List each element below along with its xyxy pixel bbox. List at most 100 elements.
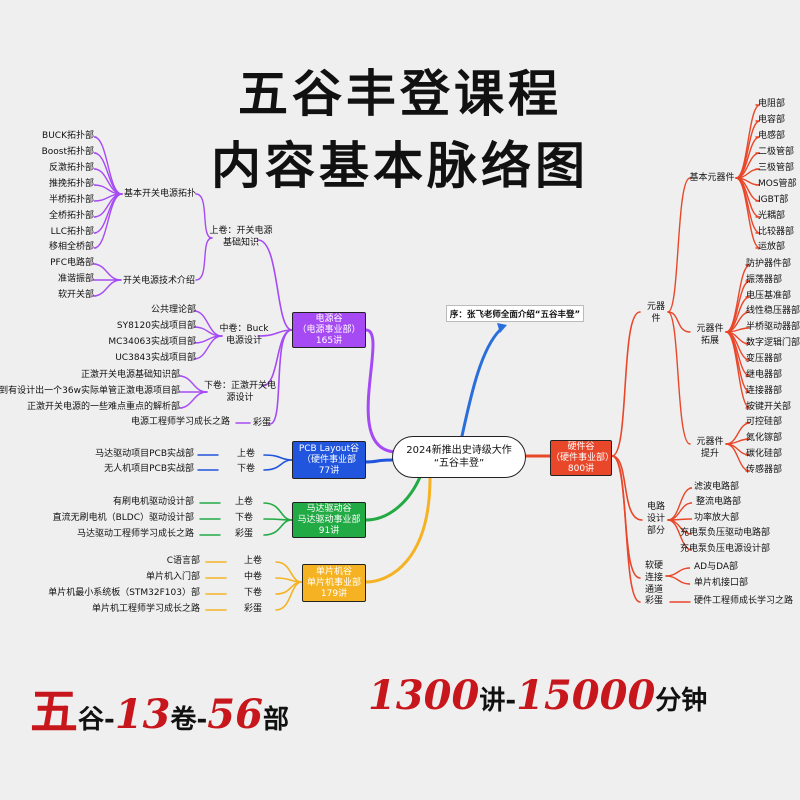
hw-basic-item: 运放部 <box>758 242 786 252</box>
hardware-box-line: （硬件事业部） <box>551 452 615 463</box>
power-vol2-item: UC3843实战项目部 <box>115 353 196 363</box>
hw-circuit-item: 充电泵负压驱动电路部 <box>680 528 771 538</box>
hw-softhard-label: 连接 <box>644 573 664 583</box>
hw-basic-item: MOS管部 <box>758 179 797 189</box>
pcb-box-line: PCB Layout谷 <box>298 443 360 454</box>
pcb-box-line: 77讲 <box>318 465 340 476</box>
motor-item: 马达驱动工程师学习成长之路 <box>76 529 194 539</box>
power-vol3-item: 正激开关电源的一些难点重点的解析部 <box>26 402 180 412</box>
hw-basic-item: 三极管部 <box>758 163 795 173</box>
power-vol3-label: 源设计 <box>226 393 254 403</box>
mcu-vol-label: 中卷 <box>243 572 263 582</box>
bottom-stats: 1300讲-15000分钟 <box>368 672 707 719</box>
power-vol2-item: SY8120实战项目部 <box>116 321 196 331</box>
motor-vol-label: 上卷 <box>234 497 254 507</box>
hw-egg-item: 硬件工程师成长学习之路 <box>694 596 794 606</box>
slogan-bu: 部 <box>262 705 289 735</box>
power-vol1-label: 基础知识 <box>222 238 260 248</box>
hw-expand-item: 变压器部 <box>746 354 783 364</box>
slogan-56: 56 <box>207 691 263 738</box>
hw-circuit-item: 整流电路部 <box>696 497 742 507</box>
hw-upgrade-item: 可控硅部 <box>746 417 783 427</box>
motor-main-branch <box>364 475 422 522</box>
hw-circuit-item: 功率放大部 <box>694 513 740 523</box>
connector-line <box>611 455 641 603</box>
motor-box-line: 马达驱动谷 <box>306 503 352 514</box>
mcu-item: 单片机工程师学习成长之路 <box>91 604 200 614</box>
mcu-vol-label: 彩蛋 <box>243 604 263 614</box>
pcb-vol-label: 下卷 <box>236 464 256 474</box>
power-topo-item: 半桥拓扑部 <box>48 195 94 205</box>
hw-circuit-item: 充电泵负压电源设计部 <box>680 544 771 554</box>
connector-line <box>667 311 691 333</box>
hw-circuit-item: 滤波电路部 <box>694 482 740 492</box>
mcu-box-line: 单片机谷 <box>315 566 352 577</box>
power-box: 电源谷（电源事业部）165讲 <box>292 312 366 348</box>
connector-line <box>275 577 303 583</box>
hw-expand-label: 元器件 <box>696 324 724 334</box>
hw-upgrade-item: 传感器部 <box>746 465 783 475</box>
preface-node: 序：张飞老师全面介绍“五谷丰登” <box>446 305 584 322</box>
hw-basic-item: 光耦部 <box>758 211 786 221</box>
motor-box-line: 91讲 <box>318 525 340 536</box>
hw-expand-item: 电压基准部 <box>746 291 792 301</box>
connector-line <box>93 152 123 195</box>
hw-upgrade-label: 提升 <box>700 449 720 459</box>
power-box-line: 电源谷 <box>315 313 343 324</box>
power-topo-item: Boost拓扑部 <box>41 147 94 157</box>
connector-line <box>193 335 223 360</box>
title-line-1: 五谷丰登课程 <box>238 65 562 123</box>
center-node: 2024新推出史诗级大作 “五谷丰登” <box>392 436 526 478</box>
power-main-branch <box>364 328 398 454</box>
connector-line <box>92 279 122 297</box>
power-topo-item: BUCK拓扑部 <box>42 131 94 141</box>
hw-basic-item: 二极管部 <box>758 147 795 157</box>
hw-expand-label: 拓展 <box>700 336 720 346</box>
slogan-gu: 谷- <box>78 705 115 735</box>
connector-line <box>735 177 761 234</box>
hw-upgrade-item: 碳化硅部 <box>746 449 783 459</box>
hw-upgrade-label: 元器件 <box>696 437 724 447</box>
mcu-item: 单片机最小系统板（STM32F103）部 <box>48 588 200 598</box>
hw-expand-item: 线性稳压器部 <box>746 306 800 316</box>
connector-line <box>725 443 751 472</box>
hw-softhard-item: AD与DA部 <box>694 562 739 572</box>
pcb-main-branch <box>362 458 394 464</box>
power-tech-label: 开关电源技术介绍 <box>122 276 196 286</box>
power-egg-label: 彩蛋 <box>252 418 272 428</box>
motor-box-line: 马达驱动事业部 <box>297 514 361 525</box>
hw-circuit-label: 电路 <box>646 502 666 512</box>
connector-line <box>93 193 123 249</box>
motor-vol-label: 彩蛋 <box>234 529 254 539</box>
connector-line <box>263 518 293 521</box>
pcb-item: 马达驱动项目PCB实战部 <box>95 449 194 459</box>
power-topo-item: LLC拓扑部 <box>50 227 94 237</box>
power-box-line: （电源事业部） <box>297 324 361 335</box>
power-topo-item: 反激拓扑部 <box>48 163 94 173</box>
pcb-vol-label: 上卷 <box>236 449 256 459</box>
hardware-box-line: 硬件谷 <box>567 441 595 452</box>
power-topo-item: 移相全桥部 <box>48 242 94 252</box>
hw-expand-item: 振荡器部 <box>746 275 783 285</box>
hw-basic-label: 基本元器件 <box>689 173 735 183</box>
hardware-box-line: 800讲 <box>567 463 595 474</box>
hardware-box: 硬件谷（硬件事业部）800讲 <box>550 440 615 476</box>
connector-line <box>261 329 293 387</box>
hw-components-label: 元器 <box>646 302 666 312</box>
preface-branch <box>460 328 502 438</box>
hw-basic-item: 电容部 <box>758 115 786 125</box>
center-line-2: “五谷丰登” <box>433 458 485 469</box>
bottom-slogan: 五谷-13卷-56部 <box>30 672 289 742</box>
connector-line <box>263 459 293 471</box>
stats-fenzhong: 分钟 <box>655 686 708 716</box>
mcu-vol-label: 上卷 <box>243 556 263 566</box>
hw-circuit-label: 设计 <box>646 514 666 524</box>
hw-basic-item: 比较器部 <box>758 227 795 237</box>
hw-circuit-label: 部分 <box>646 526 666 536</box>
power-vol3-item: 正激开关电源基础知识部 <box>80 370 180 380</box>
hw-softhard-label: 通道 <box>644 585 664 595</box>
connector-line <box>725 331 751 409</box>
